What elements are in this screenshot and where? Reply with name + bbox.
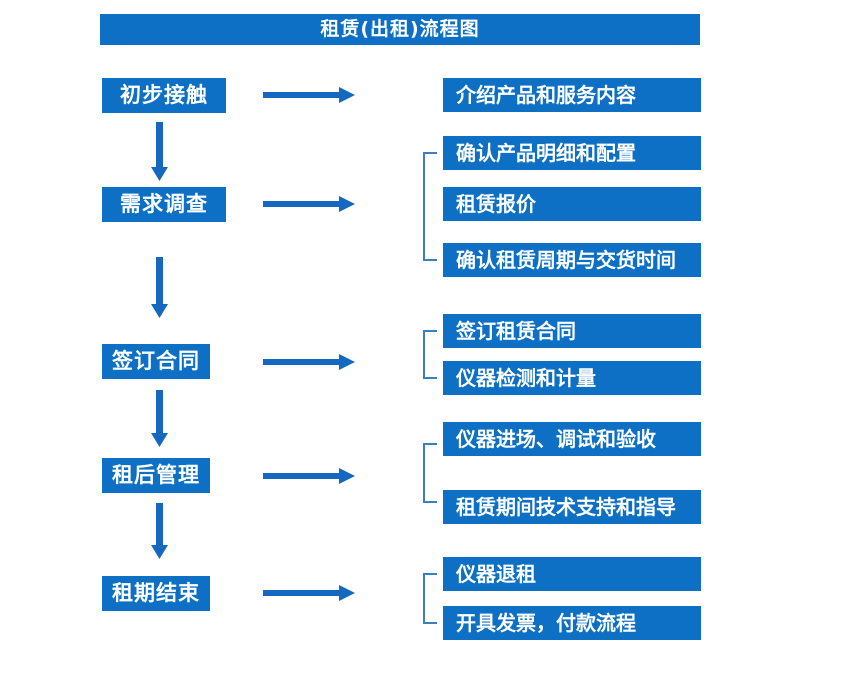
output-box-invoice-payment: 开具发票，付款流程 [443, 606, 701, 640]
step-box-initial-contact: 初步接触 [102, 78, 226, 113]
down-arrow-step3-step4 [151, 390, 168, 447]
output-box-instrument-setup: 仪器进场、调试和验收 [443, 422, 701, 456]
output-box-introduce-products: 介绍产品和服务内容 [443, 78, 701, 112]
step-box-rental-end: 租期结束 [102, 576, 210, 611]
output-box-instrument-return: 仪器退租 [443, 557, 701, 591]
right-arrow-post-rental-management [263, 468, 355, 484]
output-box-confirm-period: 确认租赁周期与交货时间 [443, 243, 701, 277]
output-box-confirm-details: 确认产品明细和配置 [443, 136, 701, 170]
bracket-rental-end-group [423, 573, 437, 624]
right-arrow-initial-contact [263, 87, 355, 103]
output-box-rental-quote: 租赁报价 [443, 187, 701, 221]
output-box-tech-support: 租赁期间技术支持和指导 [443, 490, 701, 524]
right-arrow-sign-contract [263, 354, 355, 370]
bracket-sign-contract-group [423, 330, 437, 379]
step-box-post-rental-management: 租后管理 [102, 458, 210, 493]
bracket-post-rental-group [423, 443, 437, 503]
output-box-instrument-testing: 仪器检测和计量 [443, 361, 701, 395]
flowchart-title: 租赁(出租)流程图 [100, 14, 700, 45]
down-arrow-step4-step5 [151, 503, 168, 559]
right-arrow-rental-end [263, 585, 355, 601]
step-box-sign-contract: 签订合同 [102, 344, 210, 379]
output-box-sign-rental-contract: 签订租赁合同 [443, 314, 701, 348]
right-arrow-demand-survey [263, 196, 355, 212]
down-arrow-step2-step3 [151, 257, 168, 318]
step-box-demand-survey: 需求调查 [102, 187, 226, 222]
bracket-demand-survey-group [423, 152, 437, 261]
down-arrow-step1-step2 [151, 122, 168, 181]
